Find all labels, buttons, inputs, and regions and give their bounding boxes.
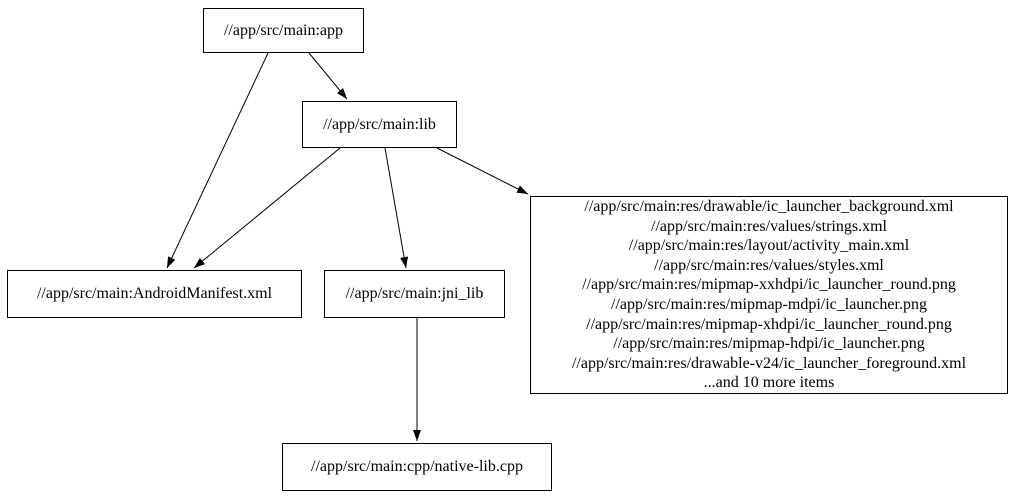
node-native-lib-cpp-label: //app/src/main:cpp/native-lib.cpp (311, 458, 523, 475)
res-file-line: //app/src/main:res/values/strings.xml (651, 217, 887, 235)
res-file-line: //app/src/main:res/drawable/ic_launcher_… (584, 198, 954, 216)
node-native-lib-cpp: //app/src/main:cpp/native-lib.cpp (282, 443, 552, 491)
res-more-items-line: ...and 10 more items (703, 374, 835, 392)
res-file-line: //app/src/main:res/mipmap-hdpi/ic_launch… (613, 335, 925, 353)
res-file-line: //app/src/main:res/layout/activity_main.… (628, 237, 910, 255)
node-lib: //app/src/main:lib (302, 101, 457, 148)
node-res-file-group: //app/src/main:res/drawable/ic_launcher_… (530, 196, 1008, 394)
node-android-manifest: //app/src/main:AndroidManifest.xml (7, 270, 302, 318)
node-android-manifest-label: //app/src/main:AndroidManifest.xml (36, 285, 273, 302)
edge-app-to-manifest (166, 52, 269, 269)
node-lib-label: //app/src/main:lib (323, 115, 436, 133)
res-file-line: //app/src/main:res/mipmap-xxhdpi/ic_laun… (582, 276, 956, 294)
node-jni-lib: //app/src/main:jni_lib (324, 270, 505, 318)
edge-lib-to-res (436, 147, 529, 195)
res-file-line: //app/src/main:res/mipmap-mdpi/ic_launch… (611, 296, 927, 313)
node-app: //app/src/main:app (203, 8, 364, 53)
edge-lib-to-jni-lib (384, 147, 409, 269)
node-app-label: //app/src/main:app (223, 21, 344, 39)
res-file-line: //app/src/main:res/drawable-v24/ic_launc… (571, 354, 967, 372)
edge-lib-to-manifest (193, 147, 341, 269)
res-file-line: //app/src/main:res/mipmap-xhdpi/ic_launc… (586, 315, 952, 333)
edge-app-to-lib (308, 52, 348, 100)
res-file-line: //app/src/main:res/values/styles.xml (654, 256, 884, 274)
node-jni-lib-label: //app/src/main:jni_lib (345, 285, 484, 302)
